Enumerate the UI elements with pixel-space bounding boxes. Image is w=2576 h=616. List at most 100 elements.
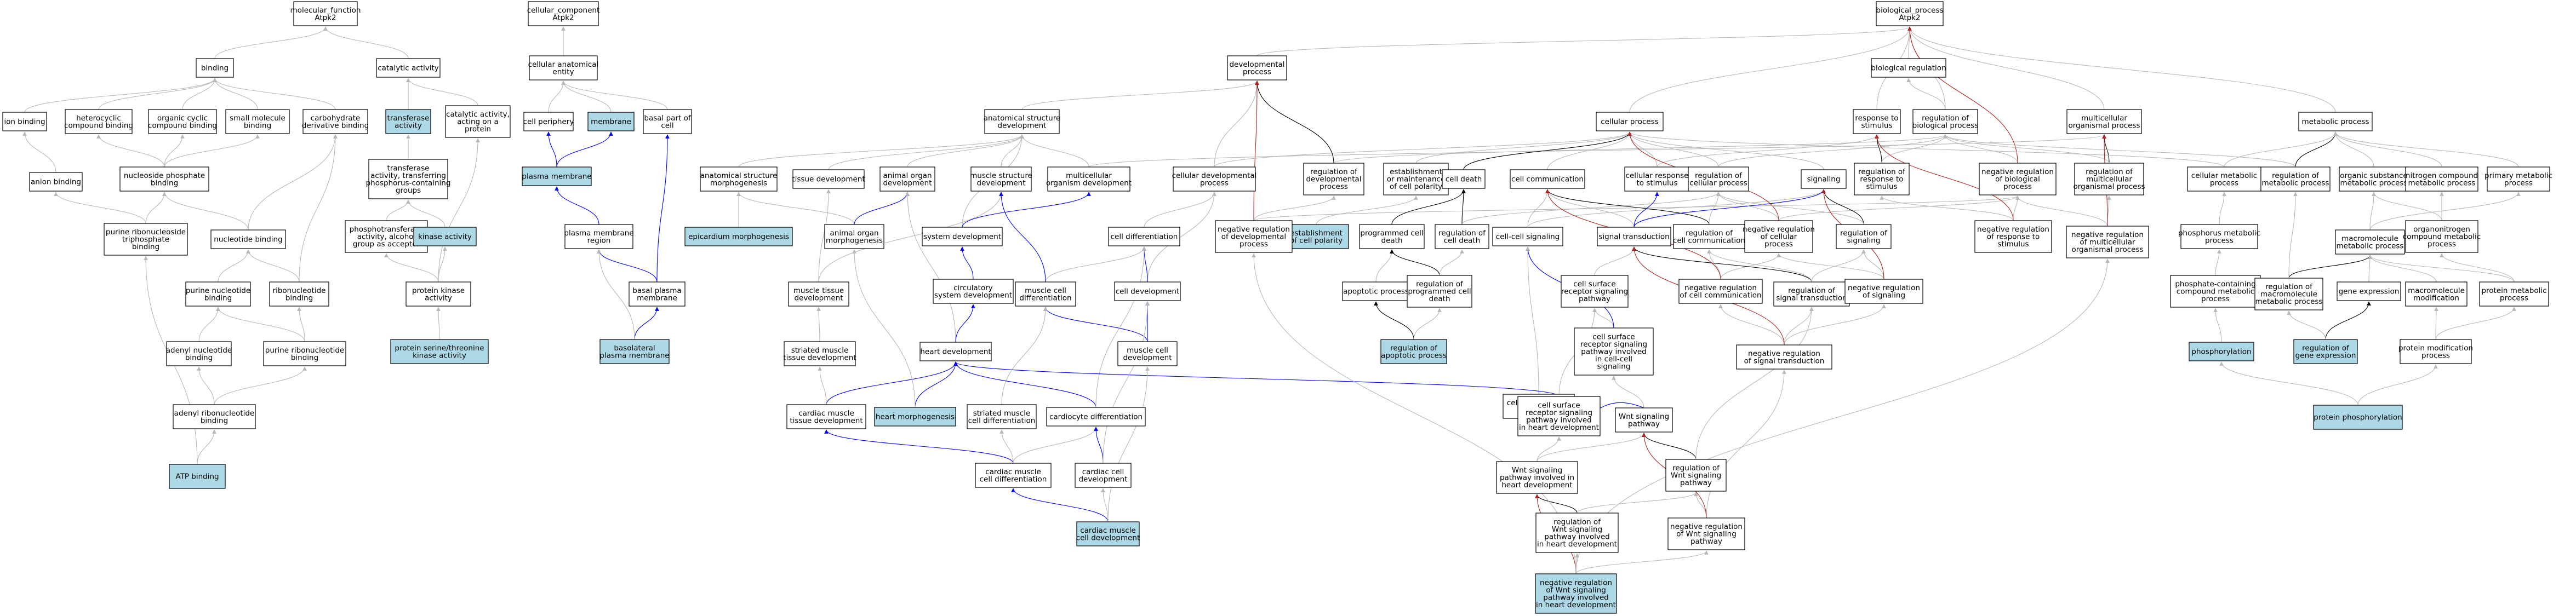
go-term-node-ionbind[interactable]: ion binding <box>2 112 47 131</box>
go-term-node-anionbind[interactable]: anion binding <box>29 172 83 192</box>
go-term-node-nucleotide[interactable]: nucleotide binding <box>210 229 286 249</box>
go-term-node-signaling[interactable]: signaling <box>1801 169 1847 189</box>
go-term-node-kinase[interactable]: kinase activity <box>413 227 477 246</box>
go-term-node-heartdev[interactable]: heart development <box>919 342 992 361</box>
go-term-node-syscirc[interactable]: system development <box>922 227 1003 246</box>
go-term-node-geneexpr[interactable]: gene expression <box>2337 281 2401 301</box>
go-term-node-celldiff[interactable]: cell differentiation <box>1108 227 1180 246</box>
go-term-node-epicmorph[interactable]: epicardium morphogenesis <box>684 227 793 246</box>
go-term-node-cardiocyte[interactable]: cardiocyte differentiation <box>1046 407 1146 427</box>
go-term-node-catact[interactable]: catalytic activity <box>376 58 441 78</box>
go-term-node-celldeath[interactable]: cell death <box>1442 169 1486 189</box>
go-term-node-cellproc[interactable]: cellular process <box>1596 112 1664 131</box>
go-term-node-cellper[interactable]: cell periphery <box>523 112 574 131</box>
go-term-node-sigtrans[interactable]: signal transduction <box>1597 227 1671 246</box>
go-term-node-cellcellsig[interactable]: cell-cell signaling <box>1492 227 1563 246</box>
go-term-node-apoptotic[interactable]: apoptotic process <box>1342 281 1410 301</box>
go-term-node-plasmamem[interactable]: plasma membrane <box>522 166 592 186</box>
go-term-node-cellcomm[interactable]: cell communication <box>1510 169 1585 189</box>
go-term-node-binding[interactable]: binding <box>196 58 234 78</box>
go-term-node-biolreg[interactable]: biological regulation <box>1871 58 1946 78</box>
go-term-node-tissdev[interactable]: tissue development <box>792 169 865 189</box>
